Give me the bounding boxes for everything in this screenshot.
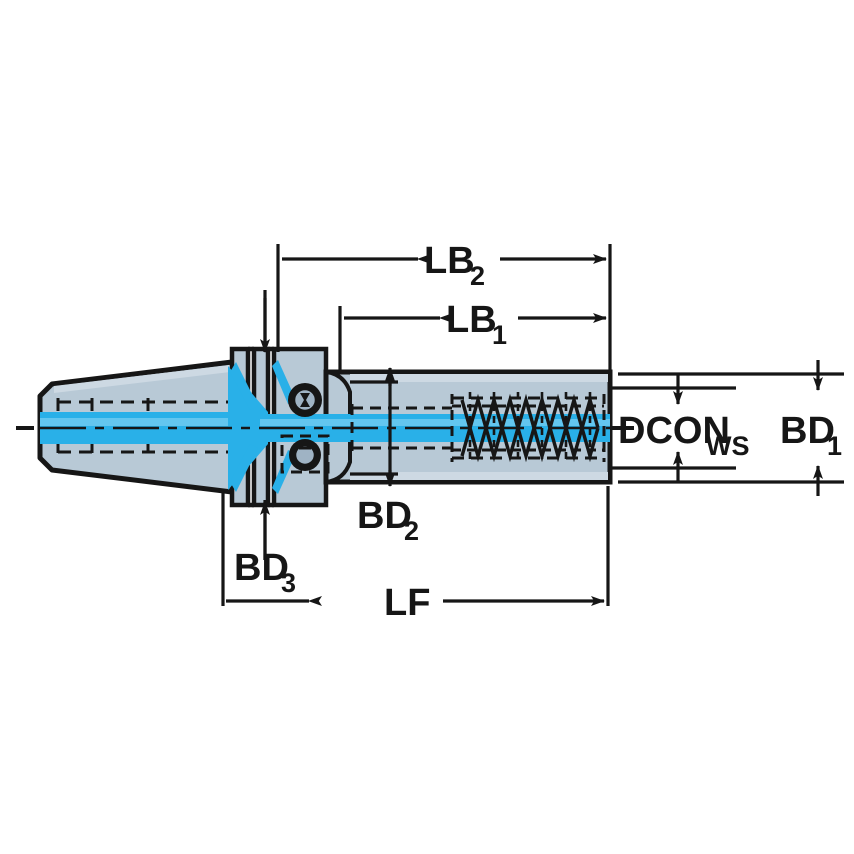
dimension-LB1-label: LB [446, 299, 497, 341]
flange-groove-edges [248, 346, 274, 508]
coolant-body-highlight [260, 419, 610, 426]
dimension-BD3: BD 3 [234, 298, 296, 598]
set-screw-lower-hidden-outline [280, 434, 330, 474]
dimension-LB1: LB 1 [344, 299, 607, 350]
set-screw-upper [288, 383, 322, 417]
dimension-LB2: LB 2 [282, 240, 607, 291]
dimension-LB2-label: LB [424, 240, 475, 282]
dimension-LB1-subscript: 1 [492, 320, 507, 350]
dimension-BD1-subscript: 1 [827, 431, 842, 461]
set-screw-upper-hex [300, 393, 310, 407]
dimension-DCONWS-subscript: WS [706, 431, 750, 461]
set-screw-lower-thread [299, 441, 311, 450]
dimension-BD1-label: BD [780, 410, 835, 452]
body-highlight-top [350, 374, 608, 382]
tool-geometry [16, 346, 634, 508]
dimension-DCONWS: DCON WS [612, 374, 750, 482]
set-screw-lower [289, 439, 321, 471]
dimension-BD2: BD 2 [357, 367, 419, 546]
dimension-DCONWS-label: DCON [618, 410, 730, 452]
dimension-BD3-label: BD [234, 547, 289, 589]
taper-shank-highlight [54, 365, 230, 393]
dimension-BD3-subscript: 3 [281, 568, 296, 598]
coolant-radial-lower [230, 444, 258, 492]
coolant-radial-upper [230, 362, 258, 410]
extension-lines [221, 244, 844, 606]
dimension-LF-label: LF [384, 582, 430, 624]
body-highlight-bottom [350, 472, 608, 480]
dimension-BD2-label: BD [357, 495, 412, 537]
coolant-taper-highlight [40, 418, 236, 426]
set-screw-lower-socket [293, 443, 317, 467]
dimension-LF: LF [226, 582, 605, 624]
dimension-annotations: LB 2 LB 1 BD 2 BD 3 [221, 240, 844, 624]
dimension-LB2-subscript: 2 [470, 261, 485, 291]
dimension-BD1: BD 1 [780, 360, 842, 496]
dimension-BD2-subscript: 2 [404, 516, 419, 546]
